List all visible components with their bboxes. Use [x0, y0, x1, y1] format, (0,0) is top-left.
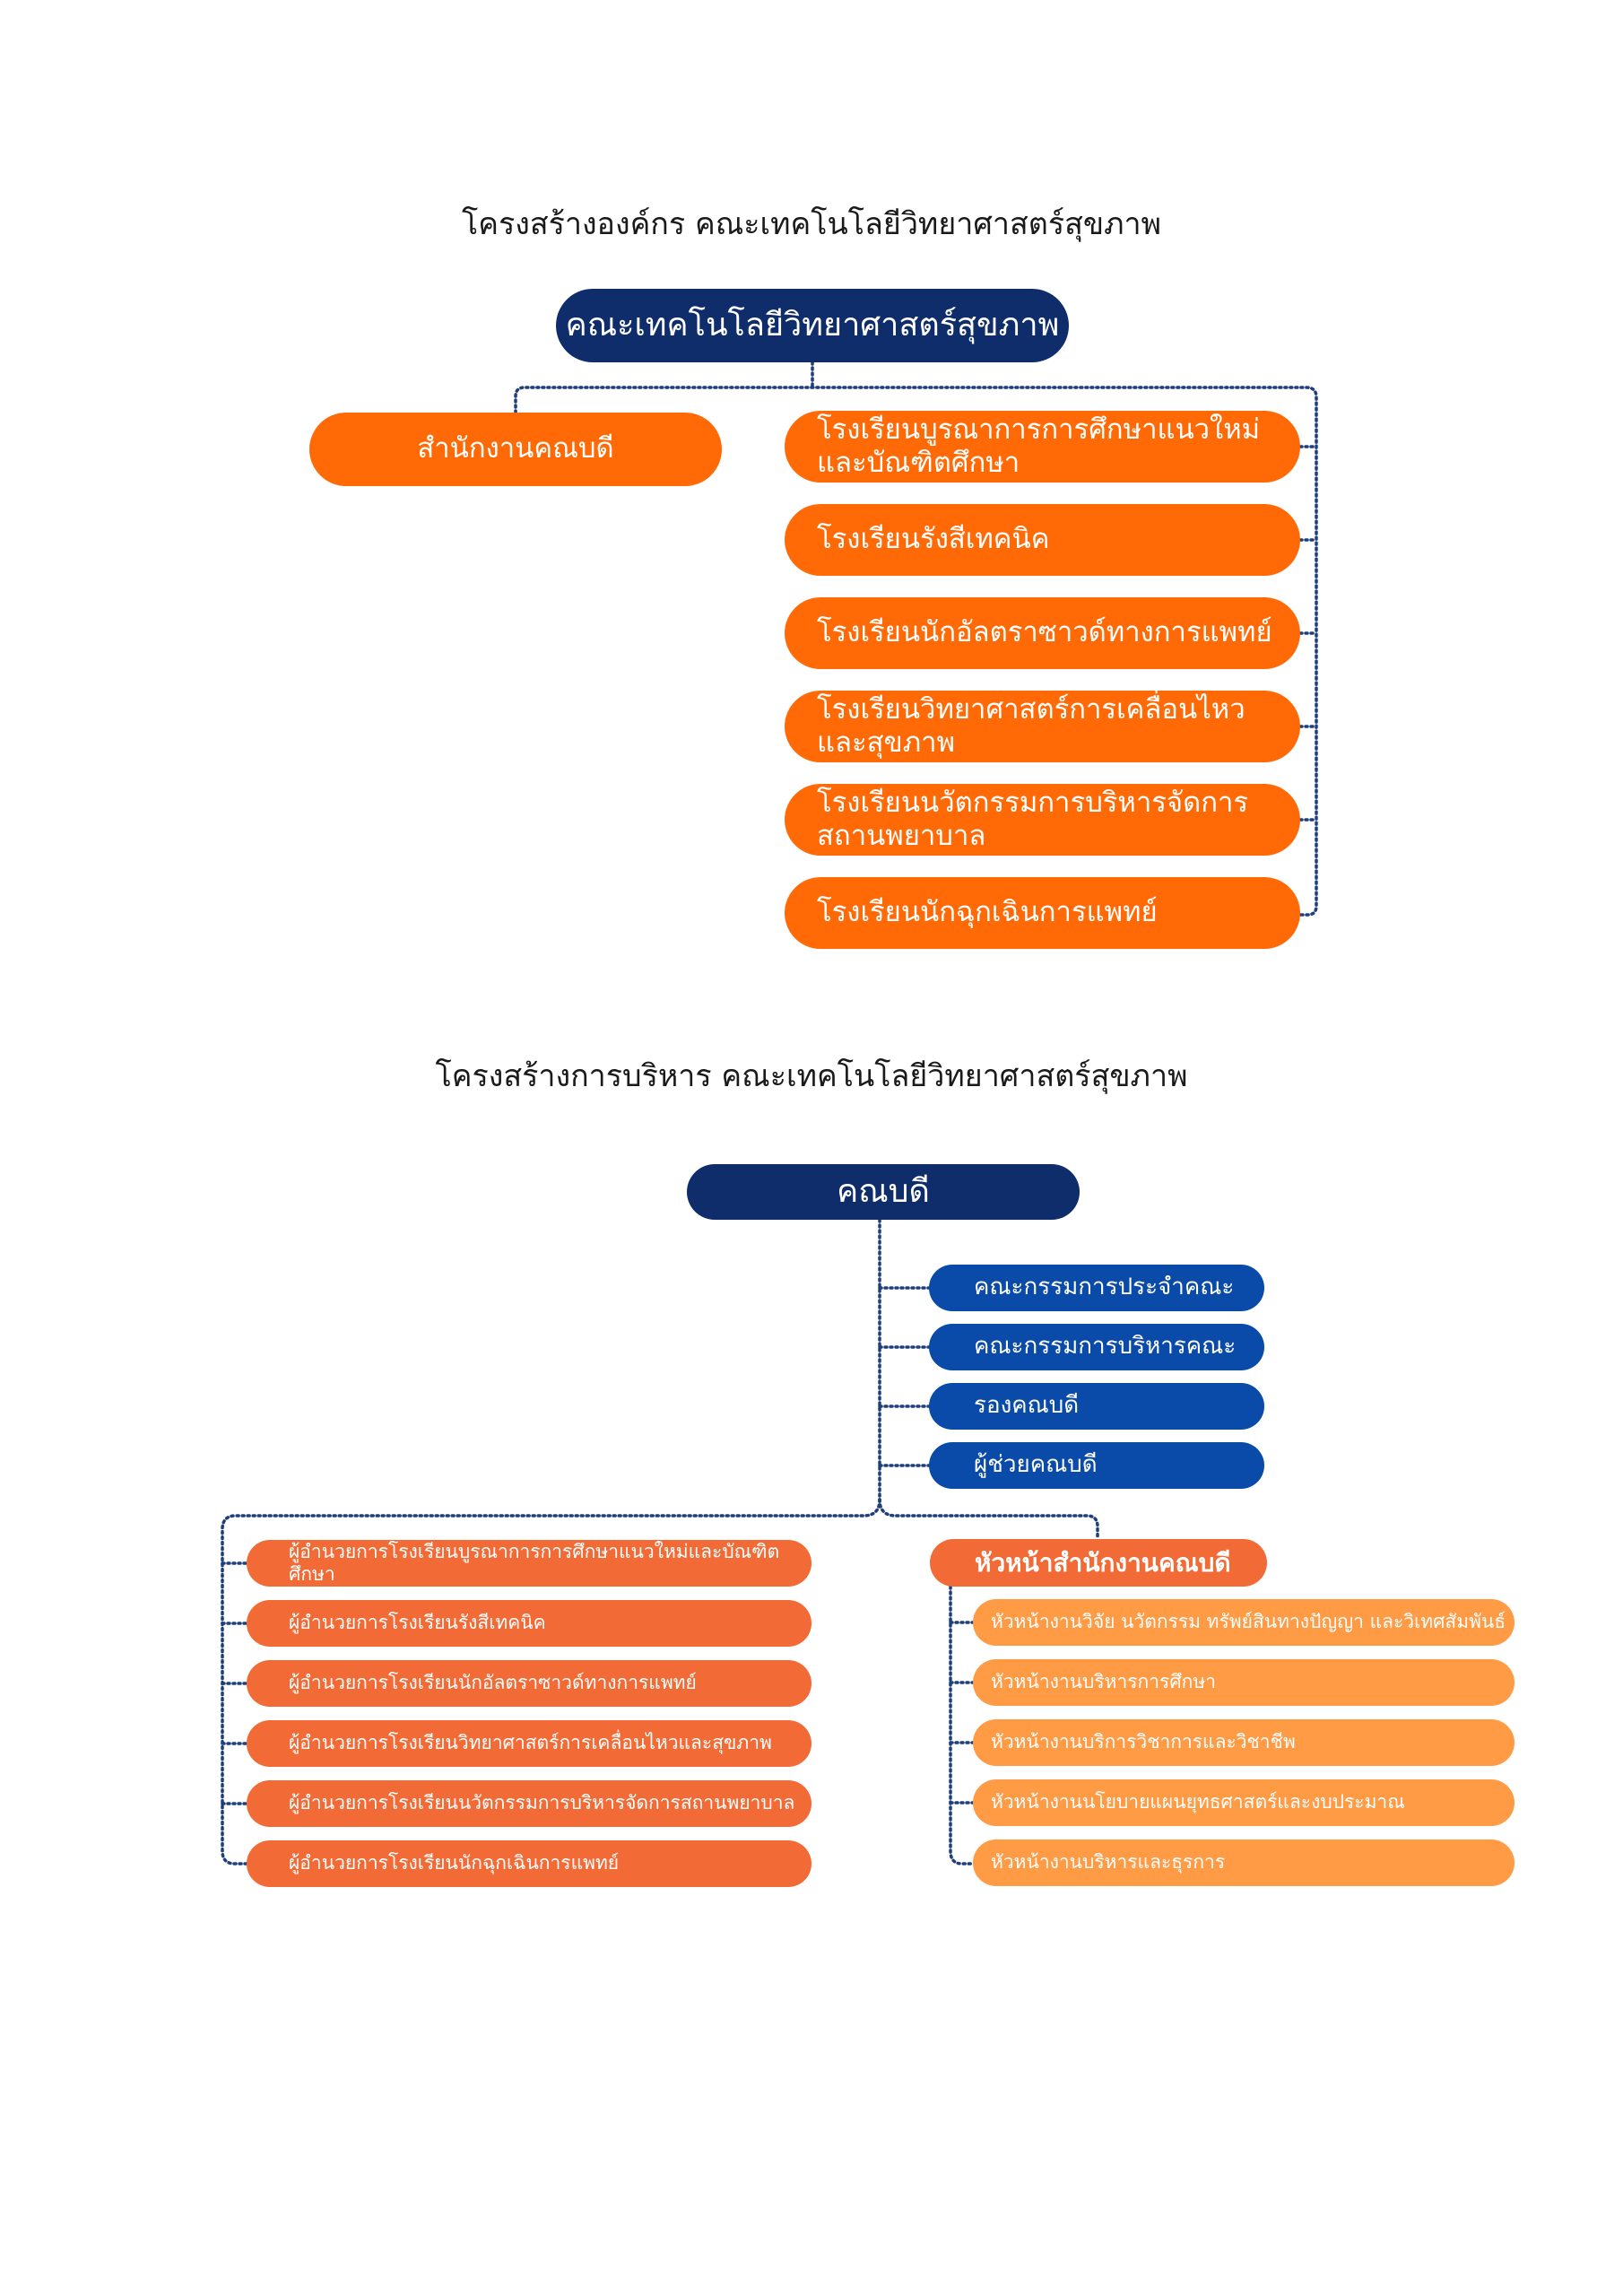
dean-office-label: สำนักงานคณบดี — [417, 432, 614, 465]
head-of-dean-office-label: หัวหน้าสำนักงานคณบดี — [975, 1547, 1231, 1578]
committee-node: คณะกรรมการบริหารคณะ — [929, 1324, 1264, 1370]
director-node: ผู้อำนวยการโรงเรียนนักอัลตราซาวด์ทางการแ… — [247, 1660, 812, 1707]
office-unit-node: หัวหน้างานวิจัย นวัตกรรม ทรัพย์สินทางปัญ… — [973, 1599, 1515, 1646]
director-node: ผู้อำนวยการโรงเรียนรังสีเทคนิค — [247, 1600, 812, 1647]
director-label: ผู้อำนวยการโรงเรียนวิทยาศาสตร์การเคลื่อน… — [289, 1732, 772, 1754]
school-label-line: และบัณฑิตศึกษา — [817, 447, 1020, 479]
faculty-root-label: คณะเทคโนโลยีวิทยาศาสตร์สุขภาพ — [565, 307, 1060, 344]
org-structure-title: โครงสร้างองค์กร คณะเทคโนโลยีวิทยาศาสตร์ส… — [461, 206, 1162, 242]
committee-node: รองคณบดี — [929, 1383, 1264, 1430]
school-node-radiologic-technology: โรงเรียนรังสีเทคนิค — [785, 504, 1300, 576]
director-label: ผู้อำนวยการโรงเรียนนวัตกรรมการบริหารจัดก… — [289, 1792, 795, 1814]
dean-office-node: สำนักงานคณบดี — [309, 413, 722, 486]
committee-label: ผู้ช่วยคณบดี — [974, 1451, 1098, 1479]
dean-root-label: คณบดี — [837, 1173, 930, 1211]
office-unit-node: หัวหน้างานบริหารและธุรการ — [973, 1839, 1515, 1886]
school-node-emergency-medicine: โรงเรียนนักฉุกเฉินการแพทย์ — [785, 877, 1300, 949]
director-node: ผู้อำนวยการโรงเรียนนักฉุกเฉินการแพทย์ — [247, 1840, 812, 1887]
office-unit-node: หัวหน้างานบริการวิชาการและวิชาชีพ — [973, 1719, 1515, 1766]
office-unit-node: หัวหน้างานบริหารการศึกษา — [973, 1659, 1515, 1706]
office-unit-node: หัวหน้างานนโยบายแผนยุทธศาสตร์และงบประมาณ — [973, 1779, 1515, 1826]
school-node-healthcare-innovation: โรงเรียนนวัตกรรมการบริหารจัดการ สถานพยาบ… — [785, 784, 1300, 856]
director-label: ผู้อำนวยการโรงเรียนบูรณาการการศึกษาแนวให… — [289, 1540, 780, 1585]
office-unit-label: หัวหน้างานบริหารการศึกษา — [991, 1671, 1217, 1693]
school-label-line: โรงเรียนนวัตกรรมการบริหารจัดการ — [817, 786, 1249, 819]
committee-label: คณะกรรมการประจำคณะ — [974, 1274, 1235, 1301]
school-label-line: โรงเรียนบูรณาการการศึกษาแนวใหม่ — [817, 413, 1261, 446]
office-unit-label: หัวหน้างานบริการวิชาการและวิชาชีพ — [991, 1731, 1296, 1753]
director-node: ผู้อำนวยการโรงเรียนวิทยาศาสตร์การเคลื่อน… — [247, 1720, 812, 1767]
head-of-dean-office-node: หัวหน้าสำนักงานคณบดี — [930, 1539, 1267, 1587]
school-label-line: และสุขภาพ — [817, 726, 956, 759]
committee-node: คณะกรรมการประจำคณะ — [929, 1265, 1264, 1311]
committee-node: ผู้ช่วยคณบดี — [929, 1442, 1264, 1489]
school-label-line: โรงเรียนนักฉุกเฉินการแพทย์ — [817, 896, 1158, 929]
office-unit-label: หัวหน้างานนโยบายแผนยุทธศาสตร์และงบประมาณ — [991, 1791, 1405, 1813]
school-label-line: โรงเรียนรังสีเทคนิค — [817, 523, 1050, 556]
faculty-root-node: คณะเทคโนโลยีวิทยาศาสตร์สุขภาพ — [556, 289, 1069, 362]
school-label-line: โรงเรียนวิทยาศาสตร์การเคลื่อนไหว — [817, 692, 1245, 726]
school-label-line: สถานพยาบาล — [817, 820, 986, 852]
director-node: ผู้อำนวยการโรงเรียนนวัตกรรมการบริหารจัดก… — [247, 1780, 812, 1827]
director-label: ผู้อำนวยการโรงเรียนรังสีเทคนิค — [289, 1612, 546, 1634]
committee-label: รองคณบดี — [974, 1392, 1080, 1420]
school-node-integrated-education: โรงเรียนบูรณาการการศึกษาแนวใหม่ และบัณฑิ… — [785, 411, 1300, 483]
office-unit-label: หัวหน้างานบริหารและธุรการ — [991, 1851, 1226, 1874]
director-label: ผู้อำนวยการโรงเรียนนักฉุกเฉินการแพทย์ — [289, 1852, 620, 1874]
admin-structure-title: โครงสร้างการบริหาร คณะเทคโนโลยีวิทยาศาสต… — [435, 1058, 1188, 1094]
school-node-movement-science: โรงเรียนวิทยาศาสตร์การเคลื่อนไหว และสุขภ… — [785, 691, 1300, 762]
director-label: ผู้อำนวยการโรงเรียนนักอัลตราซาวด์ทางการแ… — [289, 1672, 697, 1694]
director-node: ผู้อำนวยการโรงเรียนบูรณาการการศึกษาแนวให… — [247, 1540, 812, 1587]
school-label-line: โรงเรียนนักอัลตราซาวด์ทางการแพทย์ — [817, 616, 1272, 649]
committee-label: คณะกรรมการบริหารคณะ — [974, 1333, 1237, 1361]
school-node-medical-ultrasound: โรงเรียนนักอัลตราซาวด์ทางการแพทย์ — [785, 597, 1300, 669]
dean-root-node: คณบดี — [687, 1164, 1080, 1220]
office-unit-label: หัวหน้างานวิจัย นวัตกรรม ทรัพย์สินทางปัญ… — [991, 1611, 1506, 1633]
